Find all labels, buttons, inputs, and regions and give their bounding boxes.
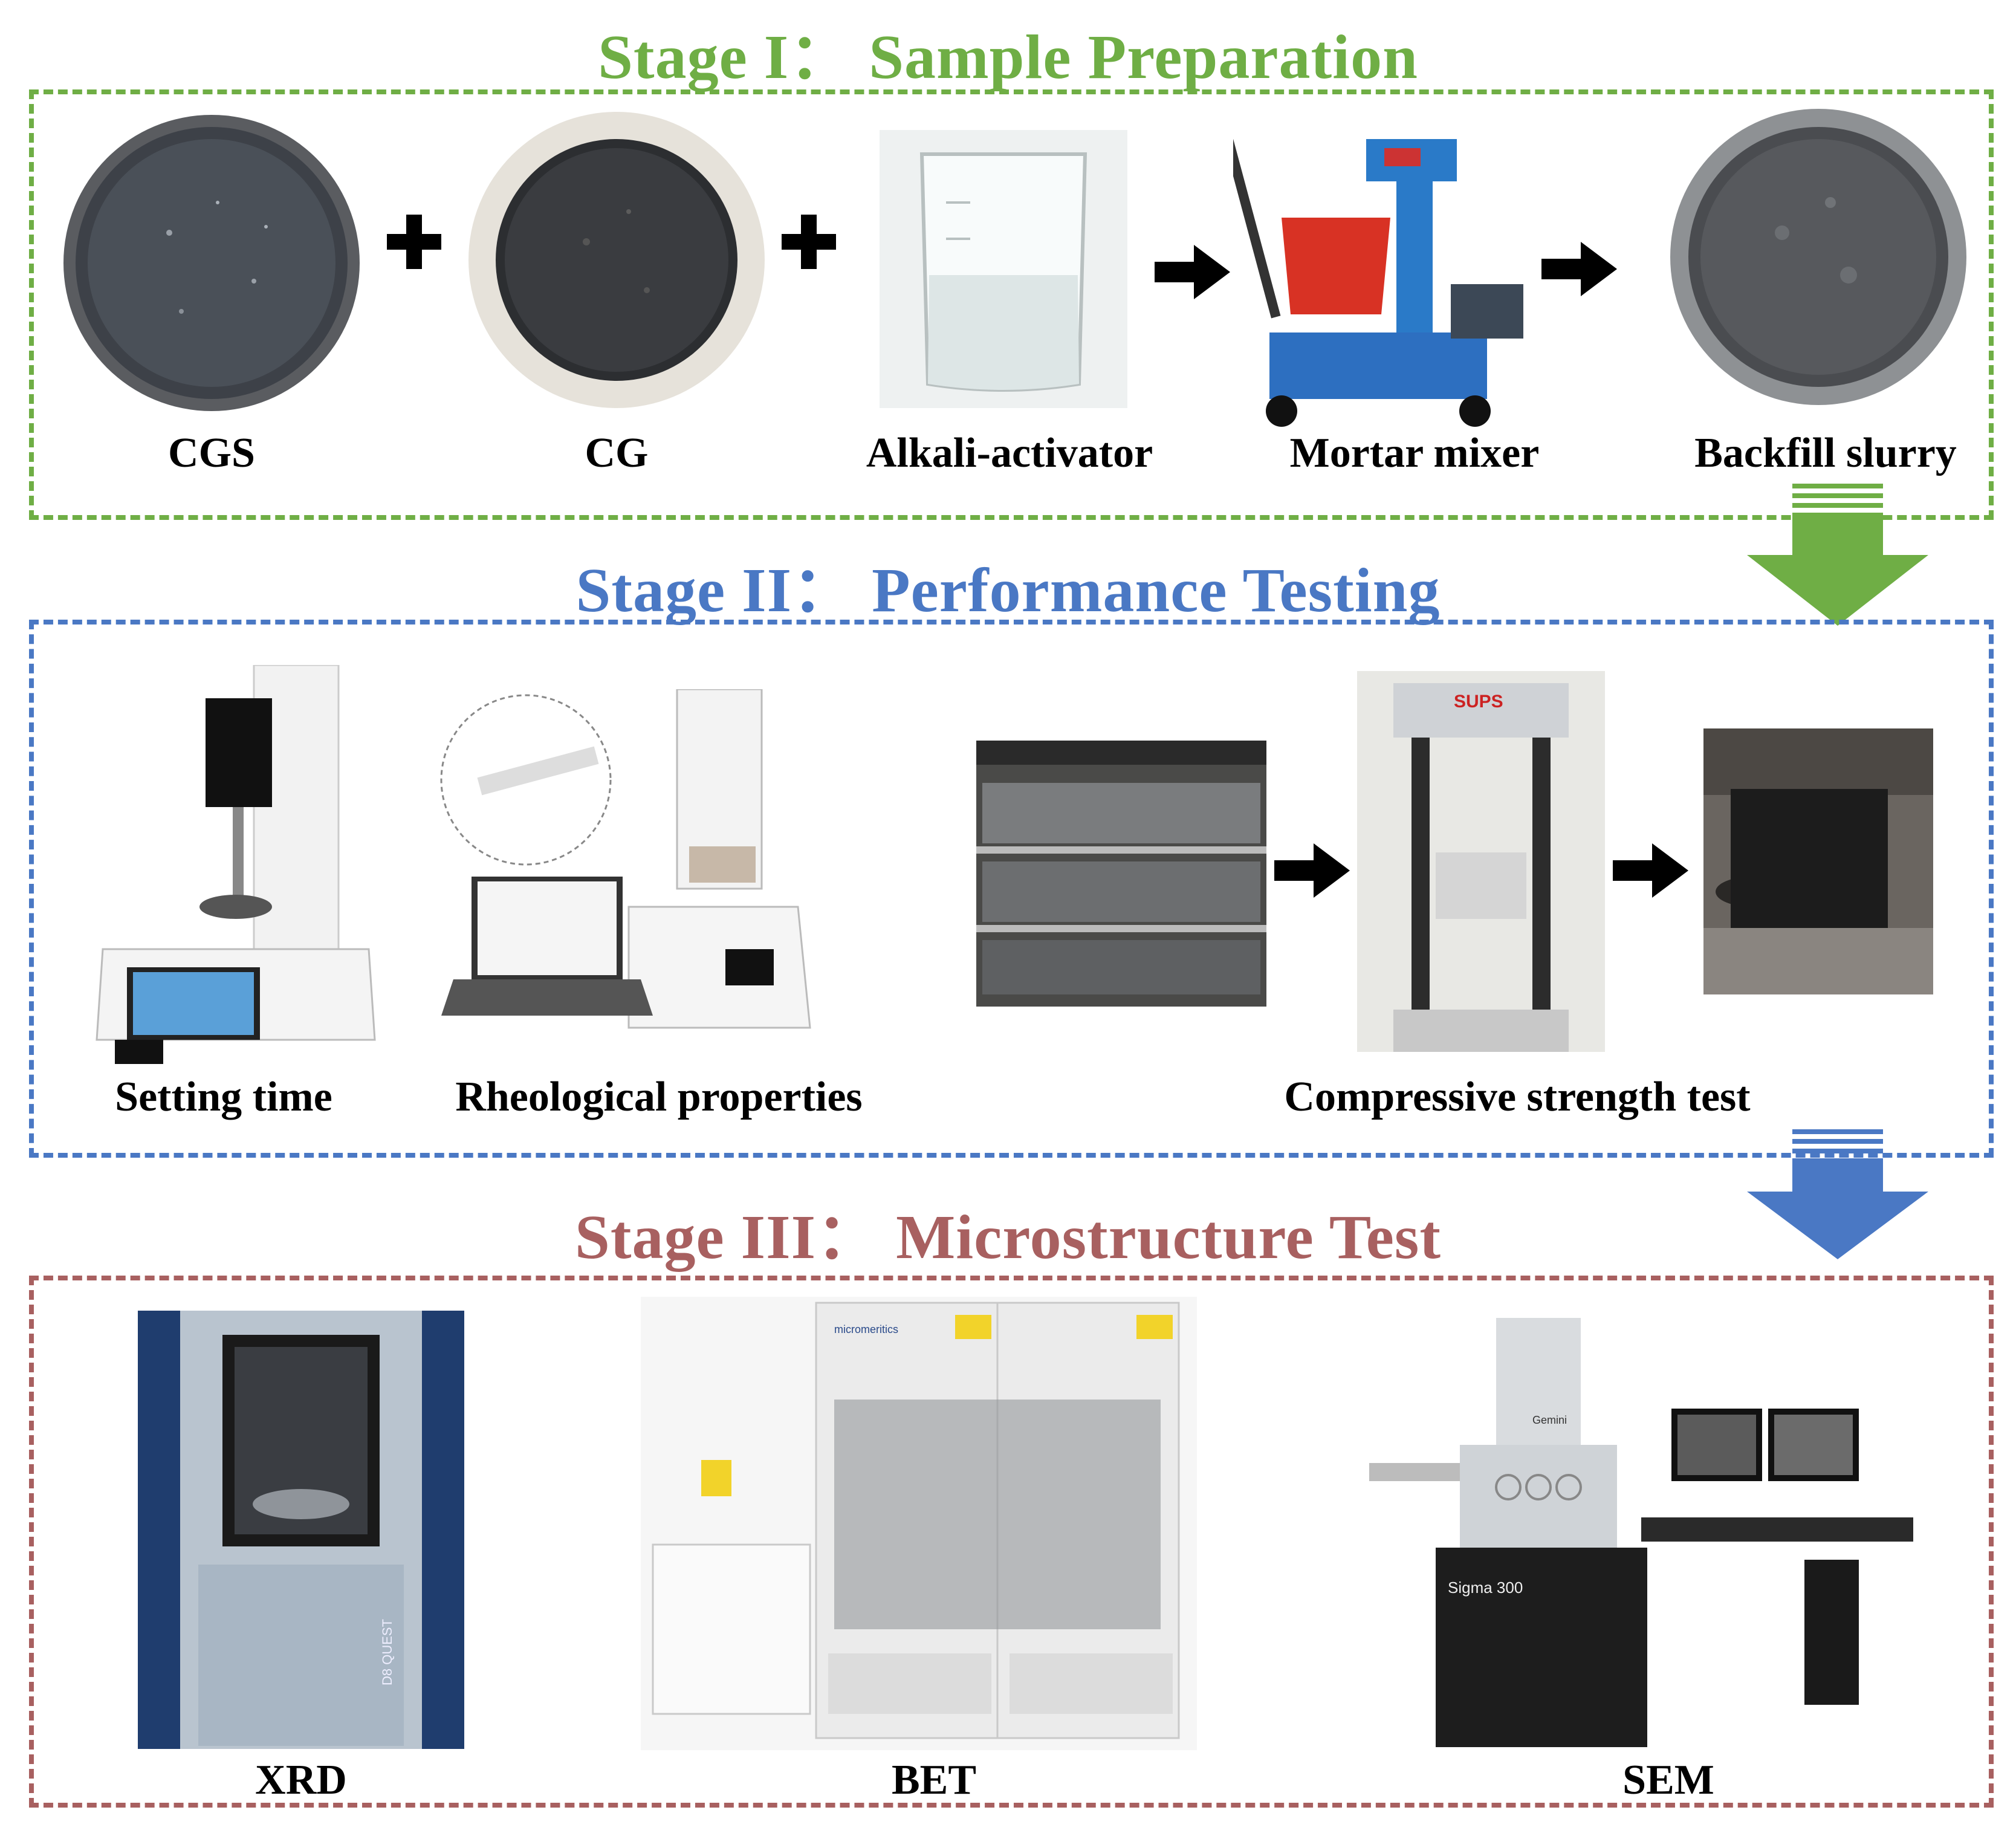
- cgs-dish-photo: [63, 115, 360, 411]
- arrow-right-icon: [1613, 843, 1688, 898]
- alkali-activator-beaker-photo: [880, 130, 1127, 408]
- rheometer-photo: [440, 689, 811, 1029]
- arrow-right-icon: [1274, 843, 1350, 898]
- plus-icon: [387, 215, 441, 269]
- xrd-label: XRD: [255, 1757, 347, 1803]
- machine-brand-text: SUPS: [1454, 692, 1503, 712]
- stage1-frame: [29, 89, 1994, 520]
- alkali-activator-label: Alkali-activator: [866, 430, 1153, 476]
- compressive-strength-test-label: Compressive strength test: [1284, 1074, 1751, 1120]
- rheological-properties-label: Rheological properties: [455, 1074, 863, 1120]
- mortar-mixer-label: Mortar mixer: [1289, 430, 1540, 476]
- stage2-frame: [29, 620, 1994, 1158]
- setting-time-instrument-photo: [96, 665, 376, 1064]
- arrow-right-icon: [1541, 242, 1617, 296]
- bet-brand-text: micromeritics: [834, 1323, 898, 1335]
- stage1-title: Stage I： Sample Preparation: [598, 22, 1418, 92]
- arrow-right-icon: [1155, 245, 1230, 299]
- arrow-down-icon: [1747, 484, 1928, 626]
- arrow-down-icon: [1747, 1129, 1928, 1259]
- stage2-title: Stage II： Performance Testing: [575, 556, 1441, 625]
- xrd-model-text: D8 QUEST: [380, 1619, 395, 1685]
- stage3-title: Stage III： Microstructure Test: [575, 1202, 1441, 1272]
- plus-icon: [782, 215, 836, 269]
- curing-specimens-photo: [976, 741, 1266, 1007]
- universal-testing-machine-photo: SUPS: [1357, 671, 1605, 1052]
- bet-label: BET: [891, 1757, 977, 1803]
- setting-time-label: Setting time: [115, 1074, 332, 1120]
- backfill-slurry-label: Backfill slurry: [1694, 430, 1957, 476]
- backfill-slurry-photo: [1670, 109, 1966, 405]
- stage3-frame: [29, 1276, 1994, 1808]
- mortar-mixer-photo: [1233, 123, 1523, 427]
- cgs-label: CGS: [168, 430, 255, 476]
- sem-column-text: Gemini: [1532, 1414, 1567, 1426]
- sem-instrument-photo: Sigma 300 Gemini: [1369, 1318, 1913, 1747]
- sem-model-text: Sigma 300: [1448, 1578, 1523, 1597]
- cg-label: CG: [585, 430, 649, 476]
- xrd-instrument-photo: D8 QUEST: [138, 1311, 464, 1749]
- bet-analyzer-photo: micromeritics: [641, 1297, 1197, 1750]
- specimen-cube-photo: [1703, 728, 1933, 994]
- sem-label: SEM: [1622, 1757, 1714, 1803]
- cg-dish-photo: [468, 112, 765, 408]
